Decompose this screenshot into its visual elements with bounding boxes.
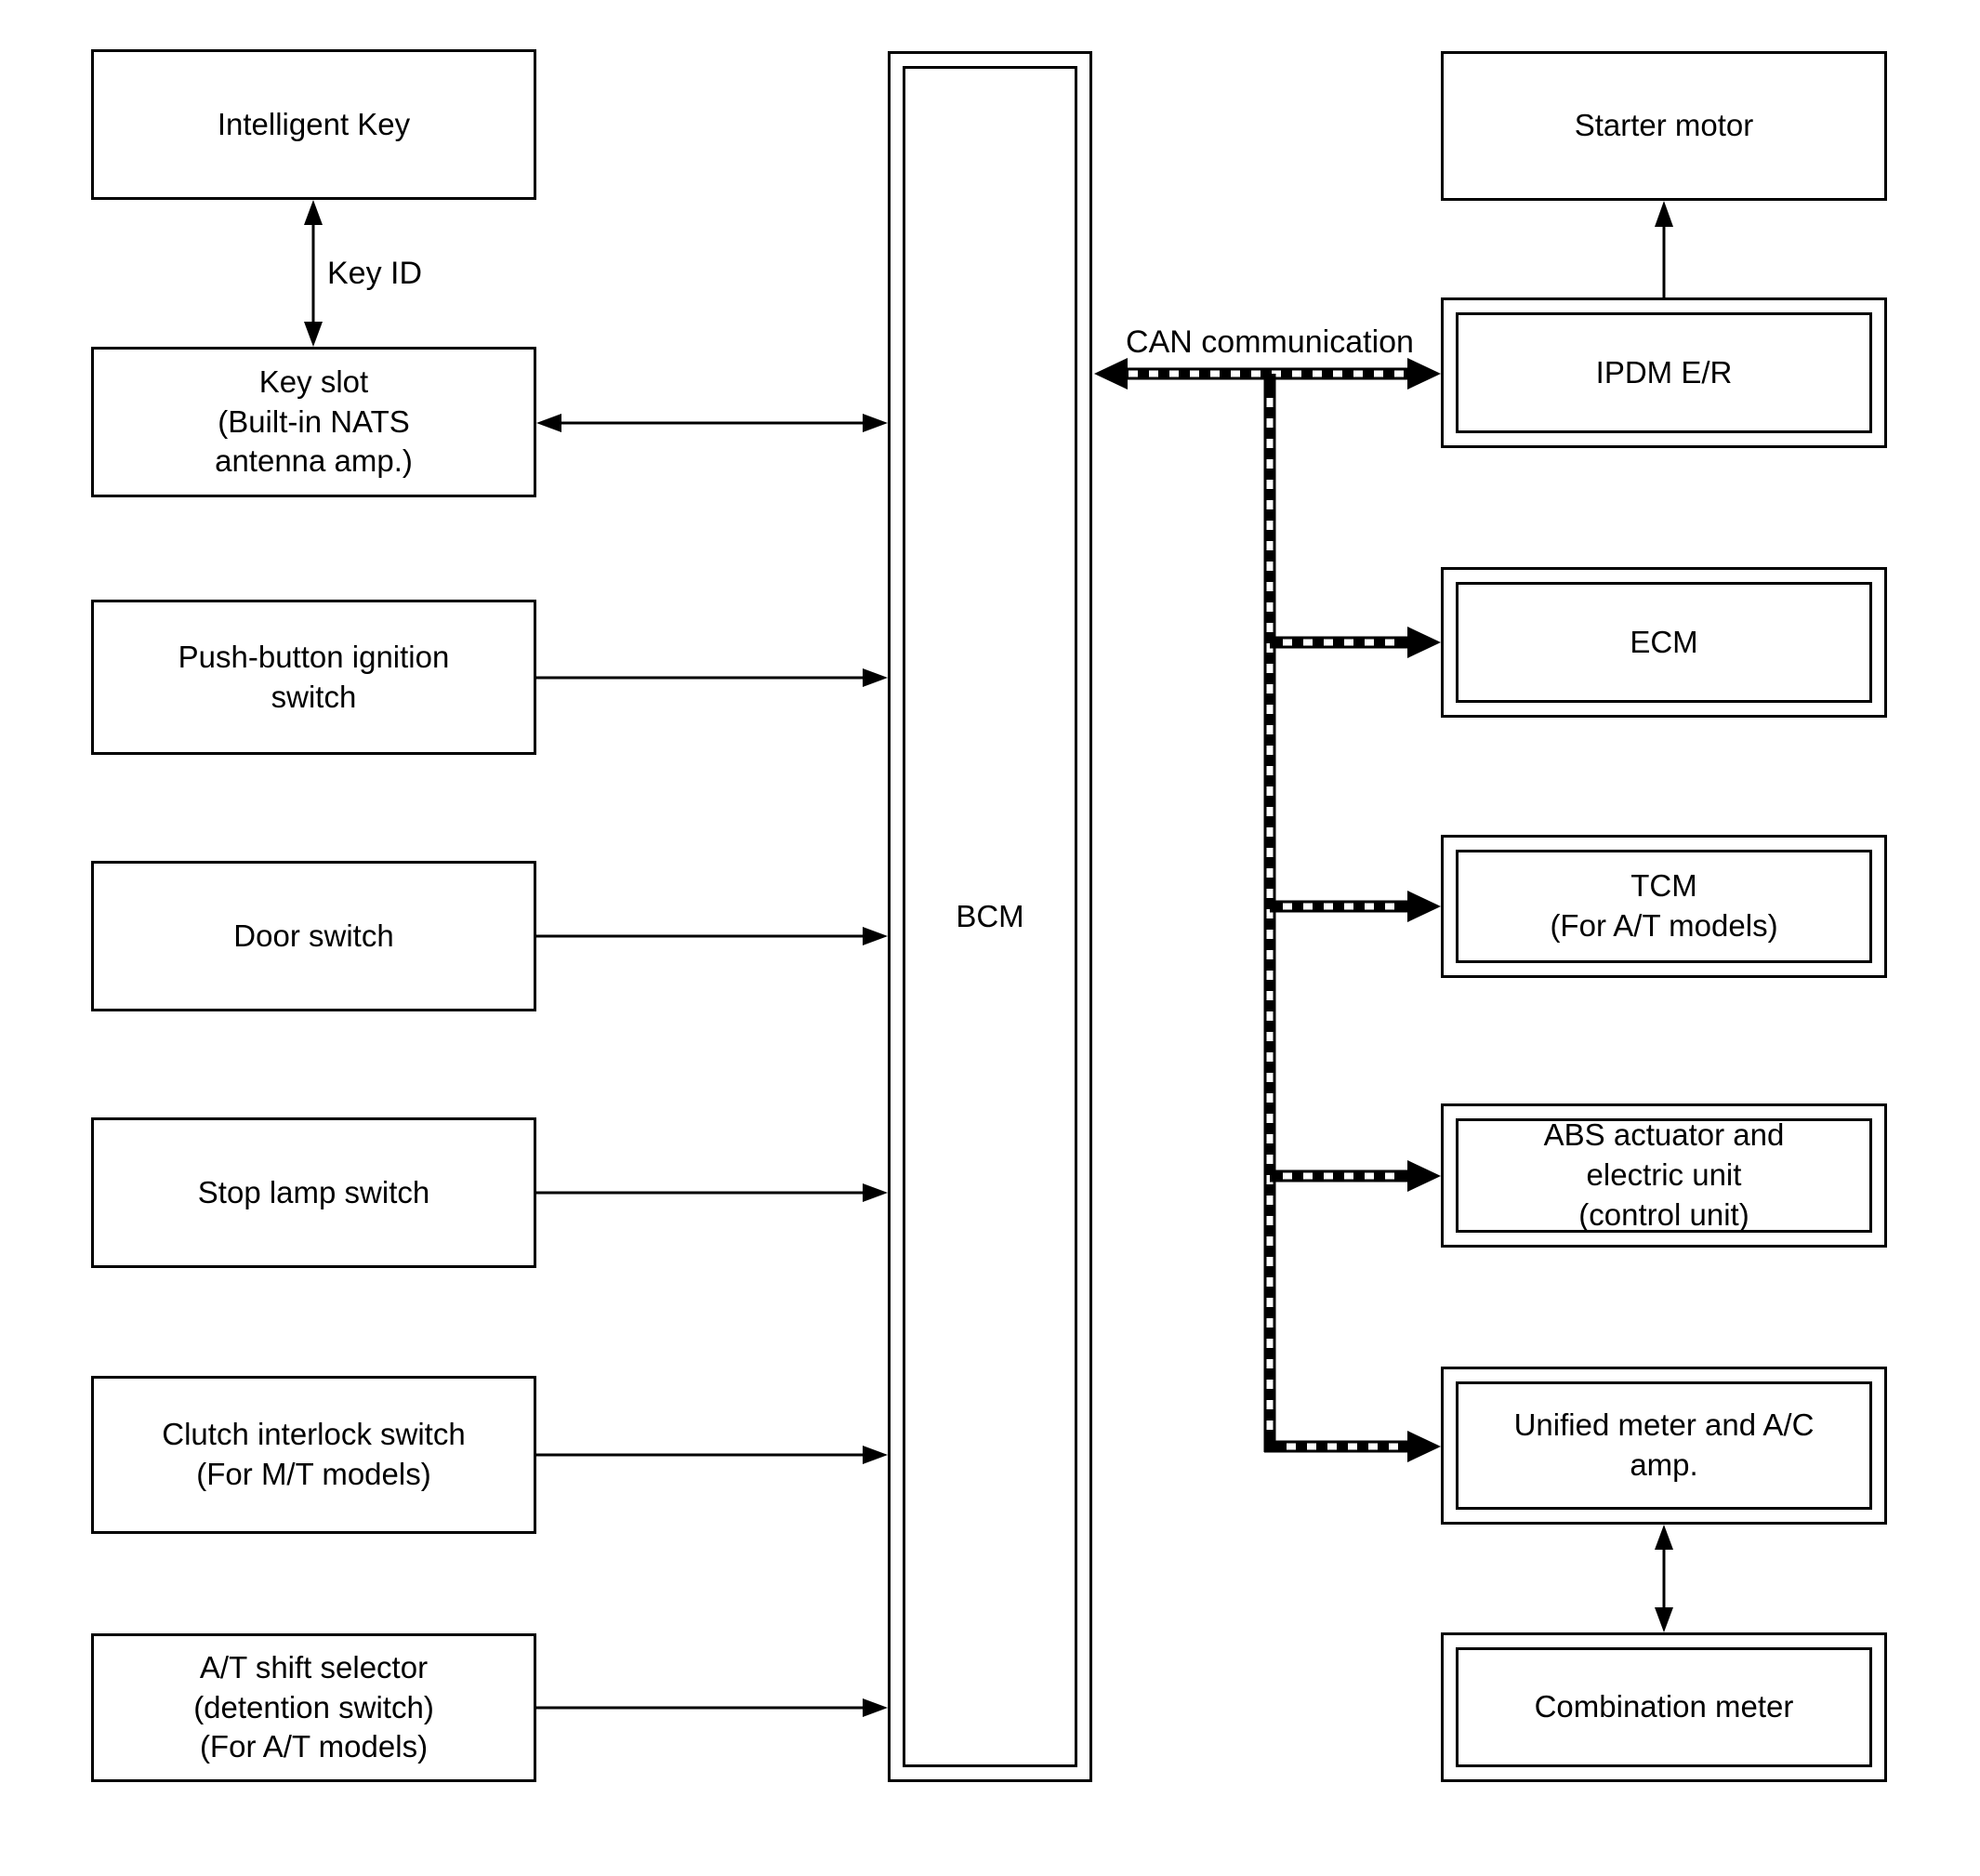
box-tcm-inner: TCM (For A/T models) xyxy=(1456,850,1872,963)
bus-head xyxy=(1407,1431,1441,1462)
arrow-head xyxy=(863,1698,888,1717)
box-combination-meter-inner: Combination meter xyxy=(1456,1647,1872,1767)
door-switch-bcm-arrow xyxy=(536,927,888,945)
key-id-label: Key ID xyxy=(327,256,423,291)
key-slot-bcm-arrow xyxy=(536,414,888,432)
box-starter-motor: Starter motor xyxy=(1441,51,1887,201)
box-stop-lamp-switch: Stop lamp switch xyxy=(91,1117,536,1268)
box-unified-meter-inner: Unified meter and A/C amp. xyxy=(1456,1381,1872,1510)
box-intelligent-key: Intelligent Key xyxy=(91,49,536,200)
box-bcm: BCM xyxy=(888,51,1092,1782)
box-clutch-interlock-switch: Clutch interlock switch (For M/T models) xyxy=(91,1376,536,1534)
bus-head-right xyxy=(1407,358,1441,390)
box-ecm: ECM xyxy=(1441,567,1887,718)
box-tcm: TCM (For A/T models) xyxy=(1441,835,1887,978)
box-starter-motor-label: Starter motor xyxy=(1574,108,1754,143)
stop-lamp-bcm-arrow xyxy=(536,1183,888,1202)
can-branch-tcm xyxy=(1270,891,1441,922)
box-unified-meter: Unified meter and A/C amp. xyxy=(1441,1367,1887,1525)
push-button-bcm-arrow xyxy=(536,668,888,687)
box-abs-actuator-inner: ABS actuator and electric unit (control … xyxy=(1456,1117,1872,1233)
box-stop-lamp-switch-label: Stop lamp switch xyxy=(197,1174,430,1209)
box-key-slot-label: Key slot (Built-in NATS antenna amp.) xyxy=(215,363,413,479)
box-ipdm-er: IPDM E/R xyxy=(1441,297,1887,448)
can-communication-label: CAN communication xyxy=(1126,324,1414,360)
unified-combination-arrow xyxy=(1655,1525,1673,1632)
box-abs-actuator-label: ABS actuator and electric unit (control … xyxy=(1543,1117,1785,1232)
box-door-switch: Door switch xyxy=(91,861,536,1011)
box-bcm-label: BCM xyxy=(956,898,1024,933)
key-id-arrow xyxy=(304,200,323,347)
arrow-head xyxy=(863,1446,888,1464)
at-shift-bcm-arrow xyxy=(536,1698,888,1717)
box-ecm-label: ECM xyxy=(1630,624,1698,659)
can-branch-abs xyxy=(1270,1160,1441,1192)
arrow-head-right xyxy=(863,414,888,432)
arrow-head-up xyxy=(304,200,323,225)
arrow-head-up xyxy=(1655,1525,1673,1550)
box-key-slot: Key slot (Built-in NATS antenna amp.) xyxy=(91,347,536,497)
box-clutch-interlock-switch-label: Clutch interlock switch (For M/T models) xyxy=(162,1417,466,1491)
box-combination-meter-label: Combination meter xyxy=(1534,1689,1794,1724)
box-unified-meter-label: Unified meter and A/C amp. xyxy=(1513,1407,1815,1482)
box-push-button-ignition-switch-label: Push-button ignition switch xyxy=(178,639,450,714)
box-ipdm-er-label: IPDM E/R xyxy=(1595,354,1733,390)
box-at-shift-selector-label: A/T shift selector (detention switch) (F… xyxy=(193,1649,434,1764)
arrow-head xyxy=(863,927,888,945)
bus-head-left xyxy=(1094,358,1128,390)
box-at-shift-selector: A/T shift selector (detention switch) (F… xyxy=(91,1633,536,1782)
arrow-head-up xyxy=(1655,201,1673,227)
arrow-head-down xyxy=(304,322,323,347)
box-door-switch-label: Door switch xyxy=(233,918,394,953)
box-tcm-label: TCM (For A/T models) xyxy=(1550,868,1778,943)
box-intelligent-key-label: Intelligent Key xyxy=(217,106,411,141)
box-ecm-inner: ECM xyxy=(1456,582,1872,703)
arrow-head-down xyxy=(1655,1607,1673,1632)
arrow-head-left xyxy=(536,414,561,432)
bus-head xyxy=(1407,1160,1441,1192)
can-branch-ecm xyxy=(1270,627,1441,658)
can-branch-unified-meter xyxy=(1264,1431,1441,1462)
box-bcm-inner: BCM xyxy=(903,66,1077,1767)
box-ipdm-er-inner: IPDM E/R xyxy=(1456,312,1872,433)
bus-head xyxy=(1407,627,1441,658)
clutch-bcm-arrow xyxy=(536,1446,888,1464)
arrow-head xyxy=(863,1183,888,1202)
box-abs-actuator: ABS actuator and electric unit (control … xyxy=(1441,1103,1887,1248)
ipdm-starter-arrow xyxy=(1655,201,1673,297)
box-push-button-ignition-switch: Push-button ignition switch xyxy=(91,600,536,755)
arrow-head xyxy=(863,668,888,687)
box-combination-meter: Combination meter xyxy=(1441,1632,1887,1782)
bus-head xyxy=(1407,891,1441,922)
